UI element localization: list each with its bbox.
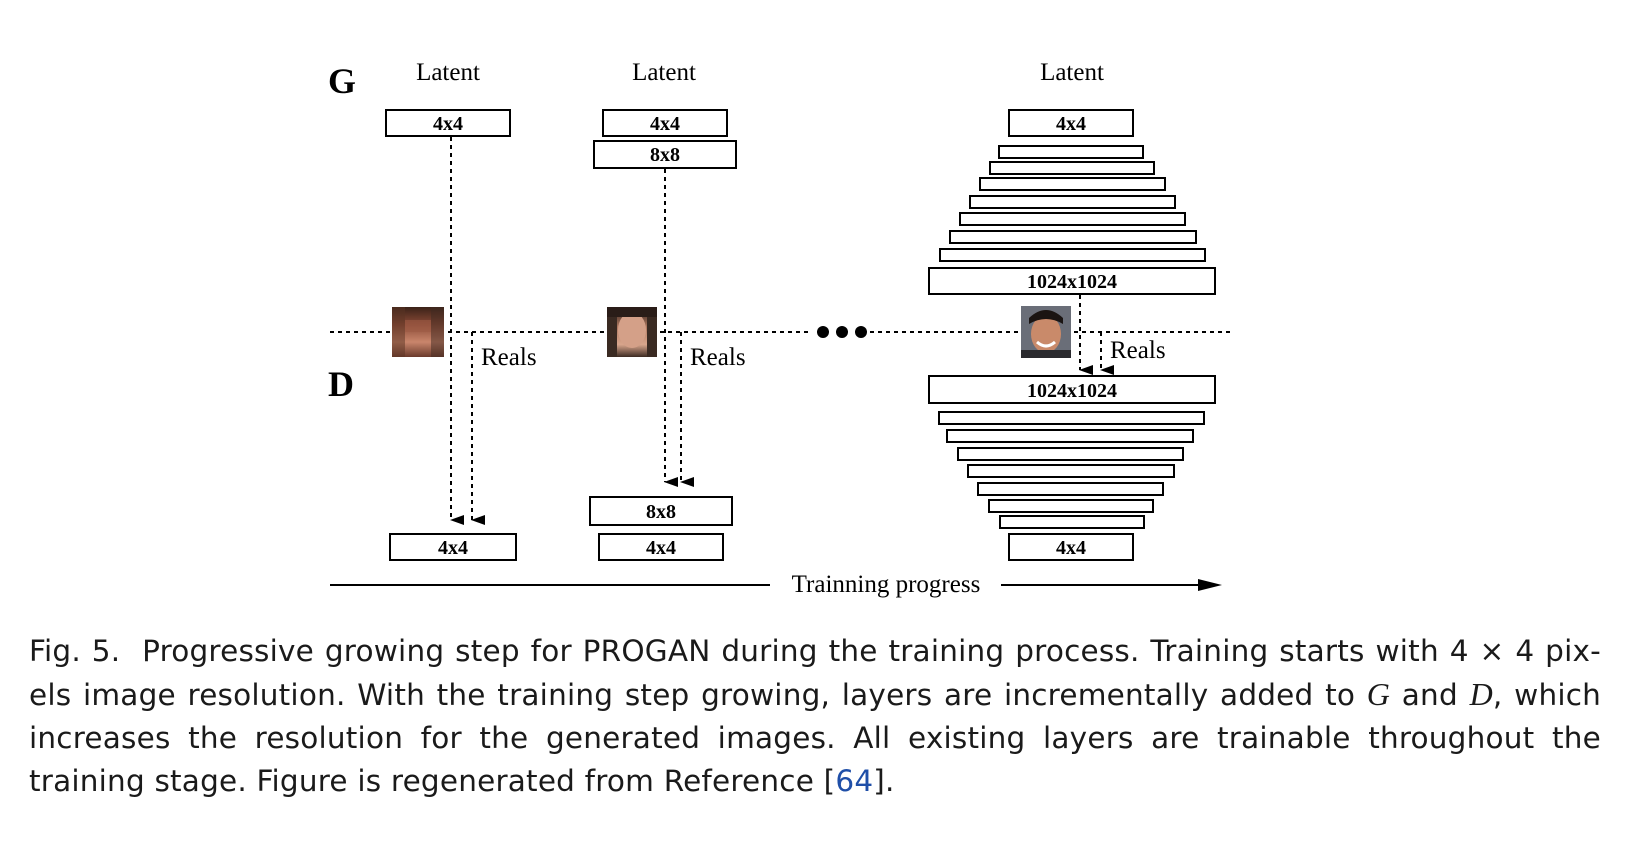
figure-caption: Fig. 5. Progressive growing step for PRO… xyxy=(29,630,1601,803)
stage1-generated-image xyxy=(392,307,444,357)
stage1-g-block-label: 4x4 xyxy=(433,113,463,135)
caption-text-2: , which increases the resolution for the… xyxy=(29,678,1602,798)
ellipsis-dots xyxy=(817,326,867,338)
stage2-g-block-8x8 xyxy=(593,140,737,169)
caption-d-symbol: D xyxy=(1469,676,1493,712)
caption-reference-link[interactable]: 64 xyxy=(835,764,874,798)
stage3-g-block-1024 xyxy=(928,267,1216,295)
stage3-d-intermediate-layers xyxy=(938,411,1205,529)
stage3-generated-image xyxy=(1021,306,1071,358)
caption-and-word: and xyxy=(1401,678,1458,712)
latent-label-stage2: Latent xyxy=(632,59,696,86)
caption-text-1: Progressive growing step for PROGAN duri… xyxy=(29,634,1601,712)
stage3-d-block-4x4 xyxy=(1008,533,1134,561)
stage2-generated-image xyxy=(607,307,657,357)
stage2-d-block-4x4 xyxy=(598,533,724,561)
stage1-d-block xyxy=(389,533,517,561)
stage2-g-block-4x4-label: 4x4 xyxy=(650,113,680,135)
stage3-g-block-4x4 xyxy=(1008,109,1134,137)
latent-label-stage1: Latent xyxy=(416,59,480,86)
discriminator-label: D xyxy=(328,364,354,404)
stage2-d-block-8x8-label: 8x8 xyxy=(646,501,676,523)
generator-label: G xyxy=(328,61,356,101)
caption-g-symbol: G xyxy=(1366,676,1391,712)
stage3-d-block-1024-label: 1024x1024 xyxy=(1027,380,1117,402)
stage3-g-intermediate-layers xyxy=(939,145,1206,262)
progress-arrowhead xyxy=(1198,579,1222,591)
progan-diagram: G D Latent Latent Latent 4x4 Reals 4x4 4… xyxy=(328,59,1230,598)
caption-text-3: ]. xyxy=(873,764,895,798)
stage1-reals-label: Reals xyxy=(481,344,537,371)
stage3-reals-label: Reals xyxy=(1110,337,1166,364)
stage3-g-block-4x4-label: 4x4 xyxy=(1056,113,1086,135)
stage2-d-block-8x8 xyxy=(589,496,733,526)
stage2-g-block-4x4 xyxy=(602,109,728,137)
stage3-g-block-1024-label: 1024x1024 xyxy=(1027,271,1117,293)
caption-label: Fig. 5. xyxy=(29,634,121,668)
stage2-reals-label: Reals xyxy=(690,344,746,371)
stage1-g-block xyxy=(385,109,511,137)
stage1-d-block-label: 4x4 xyxy=(438,537,468,559)
stage2-g-block-8x8-label: 8x8 xyxy=(650,144,680,166)
stage3-d-block-1024 xyxy=(928,375,1216,404)
progress-label: Trainning progress xyxy=(792,571,981,598)
latent-label-stage3: Latent xyxy=(1040,59,1104,86)
stage2-d-block-4x4-label: 4x4 xyxy=(646,537,676,559)
stage3-d-block-4x4-label: 4x4 xyxy=(1056,537,1086,559)
